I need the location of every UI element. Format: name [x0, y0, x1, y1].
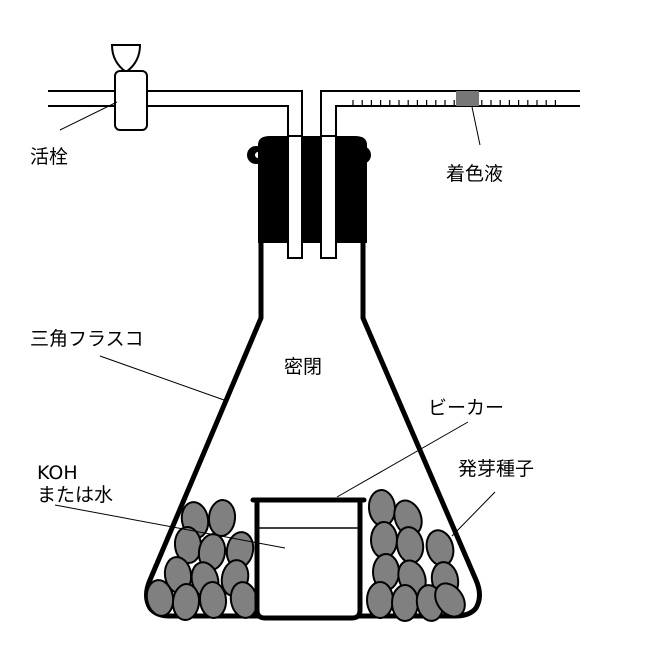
flask-label: 三角フラスコ	[30, 328, 144, 350]
seed	[391, 584, 419, 622]
leader-lines	[54, 101, 496, 549]
sealed-label: 密閉	[284, 356, 323, 378]
seed	[207, 499, 237, 537]
beaker	[250, 497, 367, 621]
seed	[370, 521, 398, 559]
rubber-stopper	[247, 135, 371, 259]
seed	[171, 583, 201, 621]
stopcock	[110, 44, 148, 131]
beaker-label: ビーカー	[428, 397, 505, 419]
water-label: または水	[37, 484, 114, 506]
seed	[145, 579, 175, 617]
seed	[366, 581, 394, 619]
scale-ticks	[352, 100, 557, 106]
seed	[434, 582, 466, 618]
koh-label: KOH	[37, 462, 78, 484]
seed	[395, 526, 425, 564]
seed	[198, 581, 228, 619]
stopcock-label: 活栓	[30, 146, 69, 168]
seeds-label: 発芽種子	[458, 458, 535, 480]
germinating-seeds	[145, 489, 466, 622]
colored-liquid-drop	[456, 91, 479, 106]
colored-liquid-label: 着色液	[446, 163, 504, 185]
